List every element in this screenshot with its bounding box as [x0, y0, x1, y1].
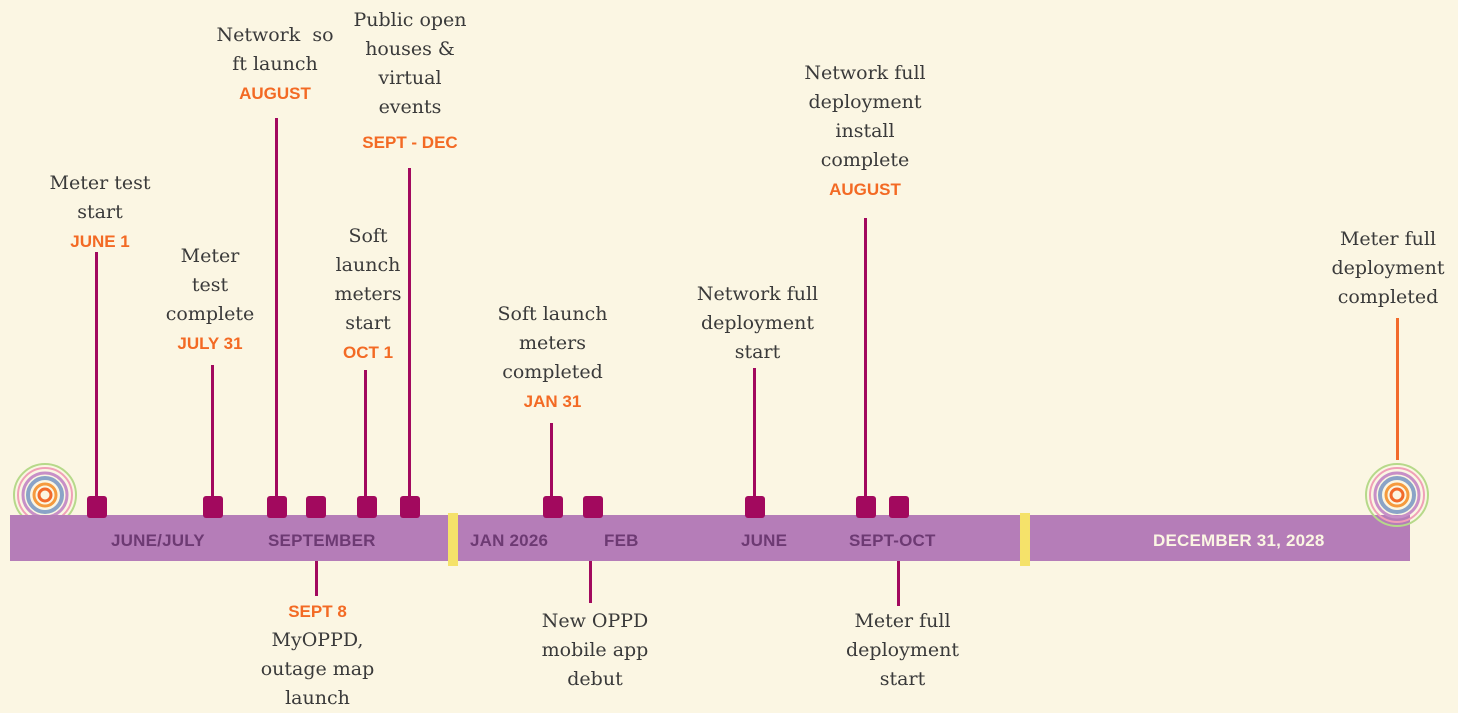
milestone-network-full-deployment-start: Network full deployment start	[696, 283, 819, 363]
timeline-end-rings-icon	[1365, 463, 1429, 527]
milestone-tick	[315, 561, 318, 596]
milestone-public-open-houses: Public open houses & virtual events SEPT…	[353, 9, 467, 152]
timeline-bar	[10, 515, 1410, 561]
segment-june: JUNE	[741, 531, 788, 550]
milestone-tick	[897, 561, 900, 606]
segment-jan-2026: JAN 2026	[470, 531, 549, 550]
milestone-tick	[1396, 318, 1399, 460]
milestone-marker	[306, 496, 326, 518]
milestone-tick	[550, 423, 553, 502]
segment-sept-oct: SEPT-OCT	[849, 531, 936, 550]
milestone-tick	[211, 365, 214, 502]
milestone-mobile-app-debut: New OPPD mobile app debut	[541, 610, 649, 690]
milestone-marker	[745, 496, 765, 518]
milestone-tick	[753, 368, 756, 502]
milestone-tick	[408, 168, 411, 502]
milestone-marker	[856, 496, 876, 518]
milestone-marker	[87, 496, 107, 518]
milestone-meter-full-deployment-start: Meter full deployment start	[846, 610, 959, 690]
milestone-marker	[203, 496, 223, 518]
milestone-tick	[589, 561, 592, 603]
milestone-marker	[889, 496, 909, 518]
milestone-marker	[357, 496, 377, 518]
milestone-marker	[400, 496, 420, 518]
milestone-network-full-deployment-complete: Network full deployment install complete…	[804, 62, 926, 199]
milestone-meter-test-complete: Meter test complete JULY 31	[165, 245, 255, 353]
timeline-separator	[1020, 513, 1030, 566]
segment-dec-2028: DECEMBER 31, 2028	[1153, 531, 1325, 550]
segment-september: SEPTEMBER	[268, 531, 376, 550]
milestone-myoppd-launch: SEPT 8 MyOPPD, outage map launch	[260, 602, 375, 709]
milestone-soft-launch-meters-start: Soft launch meters start OCT 1	[334, 225, 402, 362]
milestone-tick	[275, 118, 278, 502]
milestone-network-soft-launch: Network so ft launch AUGUST	[216, 24, 334, 103]
milestone-soft-launch-meters-completed: Soft launch meters completed JAN 31	[497, 303, 608, 411]
milestone-tick	[95, 252, 98, 502]
milestone-meter-test-start: Meter test start JUNE 1	[49, 172, 151, 251]
timeline-separator	[448, 513, 458, 566]
segment-feb: FEB	[604, 531, 639, 550]
milestone-marker	[583, 496, 603, 518]
segment-june-july: JUNE/JULY	[111, 531, 205, 550]
milestone-marker	[267, 496, 287, 518]
milestone-tick	[364, 370, 367, 502]
milestone-meter-full-deployment-completed: Meter full deployment completed	[1331, 228, 1445, 308]
milestone-tick	[864, 218, 867, 502]
milestone-marker	[543, 496, 563, 518]
